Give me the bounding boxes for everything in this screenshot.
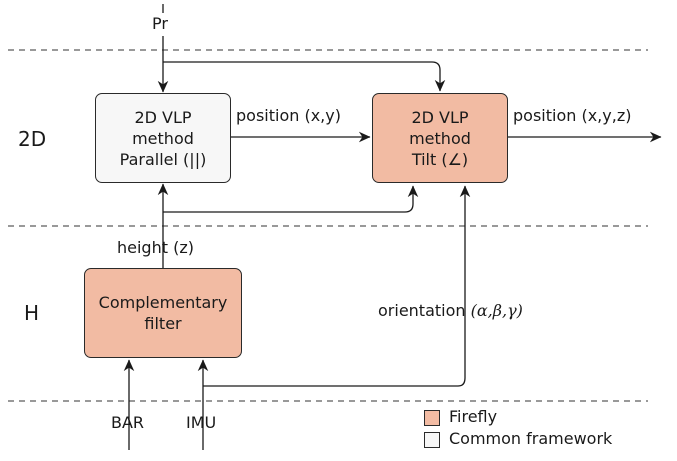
tilt-method-box: 2D VLP method Tilt (∠) [372,93,508,183]
position-xy-label: position (x,y) [236,106,341,125]
legend-swatch-common [424,432,440,448]
position-xyz-label: position (x,y,z) [513,106,632,125]
tilt-box-line3: Tilt (∠) [411,149,469,169]
parallel-method-box: 2D VLP method Parallel (||) [95,93,231,183]
orientation-symbols: (α,β,γ) [470,301,523,320]
pr-to-tilt-arrow [163,61,446,92]
legend-swatch-firefly [424,410,440,426]
orientation-text: orientation [378,301,466,320]
height-label: height (z) [117,238,194,257]
legend-label-common: Common framework [449,429,613,448]
tilt-box-line1: 2D VLP [411,107,469,127]
row-label-2d: 2D [18,127,47,151]
tilt-box-line2: method [409,128,471,148]
imu-input-label: IMU [186,413,217,432]
parallel-box-line1: 2D VLP [134,107,192,127]
orientation-label: orientation (α,β,γ) [378,301,523,321]
complementary-box-line1: Complementary [98,293,228,312]
complementary-box-line2: filter [144,314,182,333]
pr-input-label: Pr [152,14,168,33]
bar-input-label: BAR [111,413,145,432]
parallel-box-line2: method [132,128,194,148]
height-to-tilt-arrow [163,185,419,213]
parallel-box-line3: Parallel (||) [119,149,207,169]
imu-to-tilt-arrow [203,185,471,387]
complementary-filter-box: Complementary filter [84,268,242,358]
legend-label-firefly: Firefly [449,407,498,426]
row-label-h: H [24,301,40,325]
